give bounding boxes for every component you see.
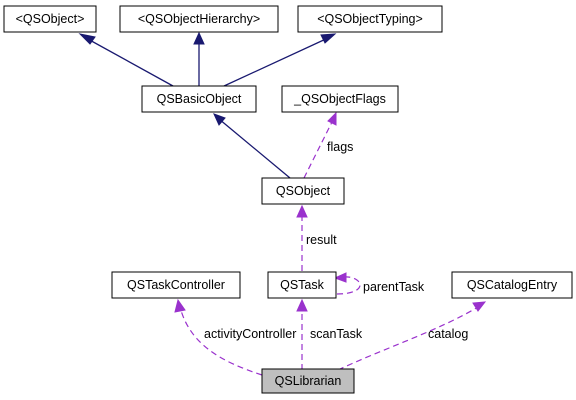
node-label-qsobjectflags: _QSObjectFlags [293, 92, 386, 106]
edge-label-flags: flags [327, 140, 353, 154]
node-label-qstask: QSTask [280, 278, 325, 292]
edge-qsobject-flags [303, 119, 334, 179]
edge-label-parenttask: parentTask [363, 280, 425, 294]
arrowhead-qsobject-typing [320, 33, 337, 44]
edge-qsbasicobject-to-qsobject-protocol [85, 37, 174, 87]
node-qscatalogentry[interactable]: QSCatalogEntry [451, 271, 573, 299]
node-qsobject-hierarchy[interactable]: <QSObjectHierarchy> [119, 5, 279, 33]
node-qsbasicobject[interactable]: QSBasicObject [141, 85, 257, 113]
node-label-qsobject-typing: <QSObjectTyping> [317, 12, 423, 26]
edge-qslibrarian-activitycontroller [179, 306, 263, 376]
usage-edges [174, 111, 487, 376]
arrowhead-qstask-parenttask [333, 272, 347, 283]
edge-qstask-parenttask [336, 276, 361, 295]
node-label-qsobject-hierarchy: <QSObjectHierarchy> [138, 12, 260, 26]
node-qslibrarian[interactable]: QSLibrarian [261, 368, 355, 394]
arrowhead-qsobjectflags [327, 111, 337, 126]
inheritance-edges [78, 31, 337, 179]
arrowhead-qstask-scantask [296, 298, 308, 312]
edge-label-result: result [306, 233, 337, 247]
node-label-qsobject: QSObject [276, 184, 331, 198]
node-label-qslibrarian: QSLibrarian [275, 374, 342, 388]
arrowhead-qstaskcontroller [174, 298, 186, 313]
arrowhead-qscatalogentry [472, 301, 487, 312]
edge-label-scantask: scanTask [310, 327, 363, 341]
arrowhead-qsobject-result [296, 204, 308, 218]
edge-label-catalog: catalog [428, 327, 468, 341]
node-qsobject-protocol[interactable]: <QSObject> [3, 5, 97, 33]
edge-qsbasicobject-to-qsobject-typing [223, 37, 329, 87]
node-label-qsbasicobject: QSBasicObject [157, 92, 242, 106]
edge-label-activitycontroller: activityController [204, 327, 296, 341]
node-qsobject-typing[interactable]: <QSObjectTyping> [297, 5, 443, 33]
arrowhead-qsbasicobject [213, 113, 226, 126]
node-qsobjectflags[interactable]: _QSObjectFlags [281, 85, 399, 113]
arrowhead-qsobject-hierarchy [193, 31, 205, 45]
node-label-qstaskcontroller: QSTaskController [127, 278, 225, 292]
node-qsobject[interactable]: QSObject [261, 177, 345, 205]
edge-labels: flags result parentTask activityControll… [204, 140, 468, 341]
node-qstask[interactable]: QSTask [267, 271, 337, 299]
node-qstaskcontroller[interactable]: QSTaskController [111, 271, 241, 299]
node-label-qscatalogentry: QSCatalogEntry [467, 278, 558, 292]
arrowhead-qsobject-protocol [78, 33, 96, 45]
edge-qsobject-to-qsbasicobject [218, 118, 291, 179]
node-label-qsobject-protocol: <QSObject> [16, 12, 85, 26]
